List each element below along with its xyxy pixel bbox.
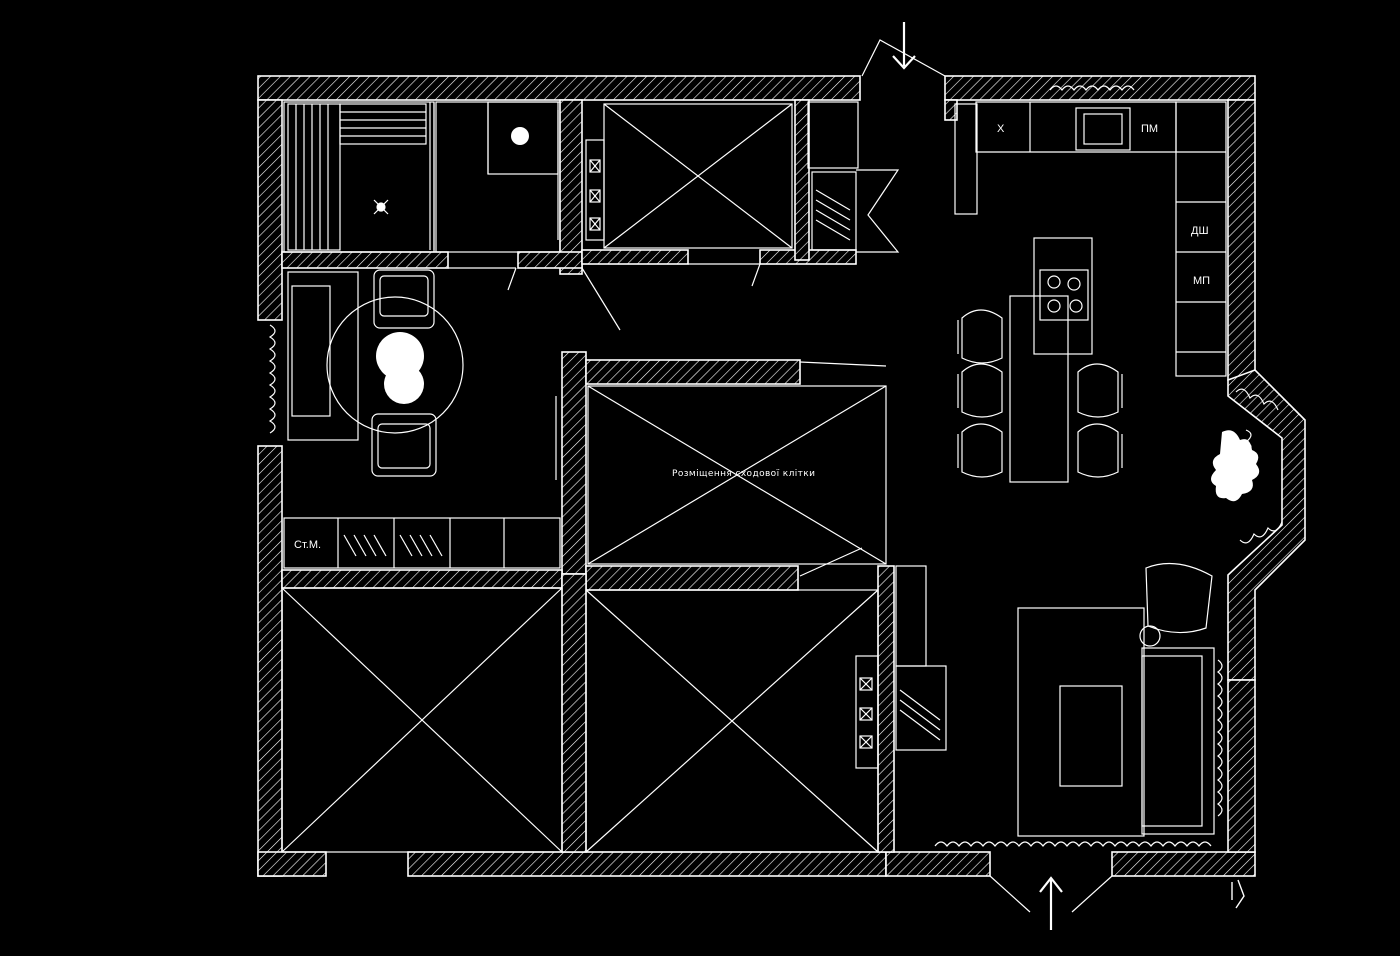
rug xyxy=(326,296,464,434)
plant-icon xyxy=(1211,430,1260,502)
radiator-icon xyxy=(934,841,1212,847)
wall-int-1 xyxy=(559,99,583,275)
dishwasher-label: ДШ xyxy=(1191,225,1209,237)
wall-bottom-1 xyxy=(257,851,327,877)
kitchen-tall-column xyxy=(1175,101,1227,377)
entrance-arrow-icon xyxy=(892,22,916,70)
wardrobe xyxy=(283,517,561,569)
stairwell-label: Розміщення сходової клітки xyxy=(672,469,815,479)
fridge xyxy=(954,103,978,215)
hob-icon xyxy=(1039,269,1089,321)
wall-top-left xyxy=(257,75,861,101)
coffee-table xyxy=(1059,685,1123,787)
wall-int-10 xyxy=(281,569,563,589)
wall-bay-window xyxy=(1227,369,1306,681)
wall-int-4 xyxy=(581,249,689,265)
chair-icon xyxy=(957,309,1123,478)
wall-int-11 xyxy=(561,573,587,853)
wall-right-upper xyxy=(1227,99,1256,381)
fridge-label: Х xyxy=(997,123,1005,135)
wall-int-8 xyxy=(585,359,801,385)
walls xyxy=(257,75,1306,877)
radiator-icon xyxy=(1049,85,1135,91)
dining-table xyxy=(1009,295,1069,483)
chair-icon xyxy=(371,413,437,477)
radiator-icon xyxy=(268,324,276,434)
room-x-bottom-left xyxy=(281,587,563,853)
north-symbol-icon xyxy=(1231,879,1245,909)
wall-int-7 xyxy=(561,351,587,575)
plan-lines xyxy=(268,39,1283,913)
sauna xyxy=(283,101,435,253)
sauna-bench xyxy=(287,103,427,251)
ventilation-shaft-icon xyxy=(855,655,879,769)
wall-int-9 xyxy=(585,565,799,591)
rug xyxy=(1017,607,1145,837)
chair-icon xyxy=(373,269,435,329)
sofa-icon xyxy=(1141,647,1215,835)
room-x-stair xyxy=(587,385,887,565)
wardrobe-hatch xyxy=(343,534,443,557)
fixtures-marks xyxy=(373,199,389,215)
wall-int-2 xyxy=(281,251,449,269)
wardrobe-label: Ст.М. xyxy=(294,539,321,551)
sofa-icon xyxy=(287,271,359,441)
wall-int-13 xyxy=(944,99,958,121)
microwave-label: МП xyxy=(1193,275,1210,287)
wall-right-lower xyxy=(1227,679,1256,853)
wall-int-3 xyxy=(517,251,583,269)
shower-icon xyxy=(373,199,389,215)
wall-left-upper xyxy=(257,99,283,321)
bathroom xyxy=(435,101,561,253)
radiator-icon xyxy=(1217,659,1223,817)
wall-bottom-4 xyxy=(1111,851,1256,877)
fixtures-solid xyxy=(376,127,1260,502)
ventilation-shaft-icon xyxy=(811,171,857,251)
wall-left-lower xyxy=(257,445,283,877)
wall-bottom-2 xyxy=(407,851,887,877)
wall-bottom-3 xyxy=(885,851,991,877)
wall-int-12 xyxy=(877,565,895,853)
chair-icon xyxy=(1145,562,1213,634)
sink-icon xyxy=(1075,107,1131,151)
washer-label: ПМ xyxy=(1141,123,1158,135)
room-x-top xyxy=(603,103,793,249)
entrance-arrow-icon xyxy=(1039,876,1063,930)
toilet-icon xyxy=(511,127,529,145)
wall-int-6 xyxy=(794,99,810,261)
